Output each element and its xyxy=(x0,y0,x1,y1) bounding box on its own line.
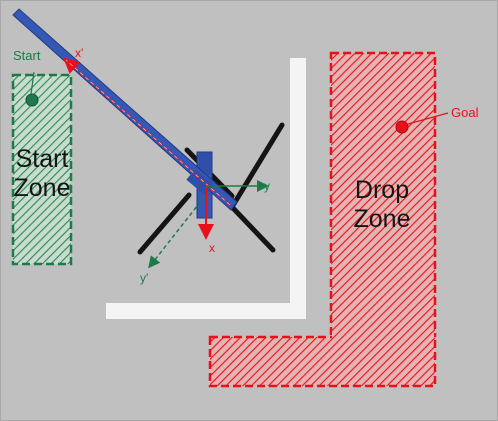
axes: x' y' x y xyxy=(63,46,270,285)
start-zone-label-line1: Start xyxy=(16,145,69,173)
rotor-blade-1 xyxy=(229,122,285,210)
goal-label: Goal xyxy=(451,105,479,120)
wall-vertical xyxy=(290,58,306,318)
y-prime-axis xyxy=(148,195,206,269)
x-prime-axis-inner xyxy=(65,59,231,206)
rotor-blade-3 xyxy=(229,204,276,253)
start-zone-area xyxy=(11,73,73,266)
drop-zone-bottom-area xyxy=(208,335,437,388)
axis-y-label: y xyxy=(264,179,270,193)
start-zone: Start Zone Start xyxy=(11,48,73,266)
axis-x-prime-label: x' xyxy=(75,46,83,60)
rotor-blade-2 xyxy=(137,192,192,255)
goal-marker xyxy=(395,120,409,134)
goal-pointer-line xyxy=(407,112,449,125)
start-pointer-line xyxy=(30,71,35,95)
start-zone-label-line2: Zone xyxy=(14,174,71,202)
axis-x-label: x xyxy=(209,241,215,255)
drop-zone-label-line1: Drop xyxy=(355,176,409,204)
drop-zone-junction xyxy=(332,330,434,342)
start-label: Start xyxy=(13,48,41,63)
axis-y-prime-label: y' xyxy=(140,271,148,285)
start-marker xyxy=(25,93,39,107)
drop-zone: Drop Zone Goal xyxy=(208,51,479,388)
robot-top-block xyxy=(199,153,211,175)
wall-horizontal xyxy=(106,303,306,319)
l-shaped-wall xyxy=(106,58,306,319)
drop-zone-label-line2: Zone xyxy=(354,205,411,233)
